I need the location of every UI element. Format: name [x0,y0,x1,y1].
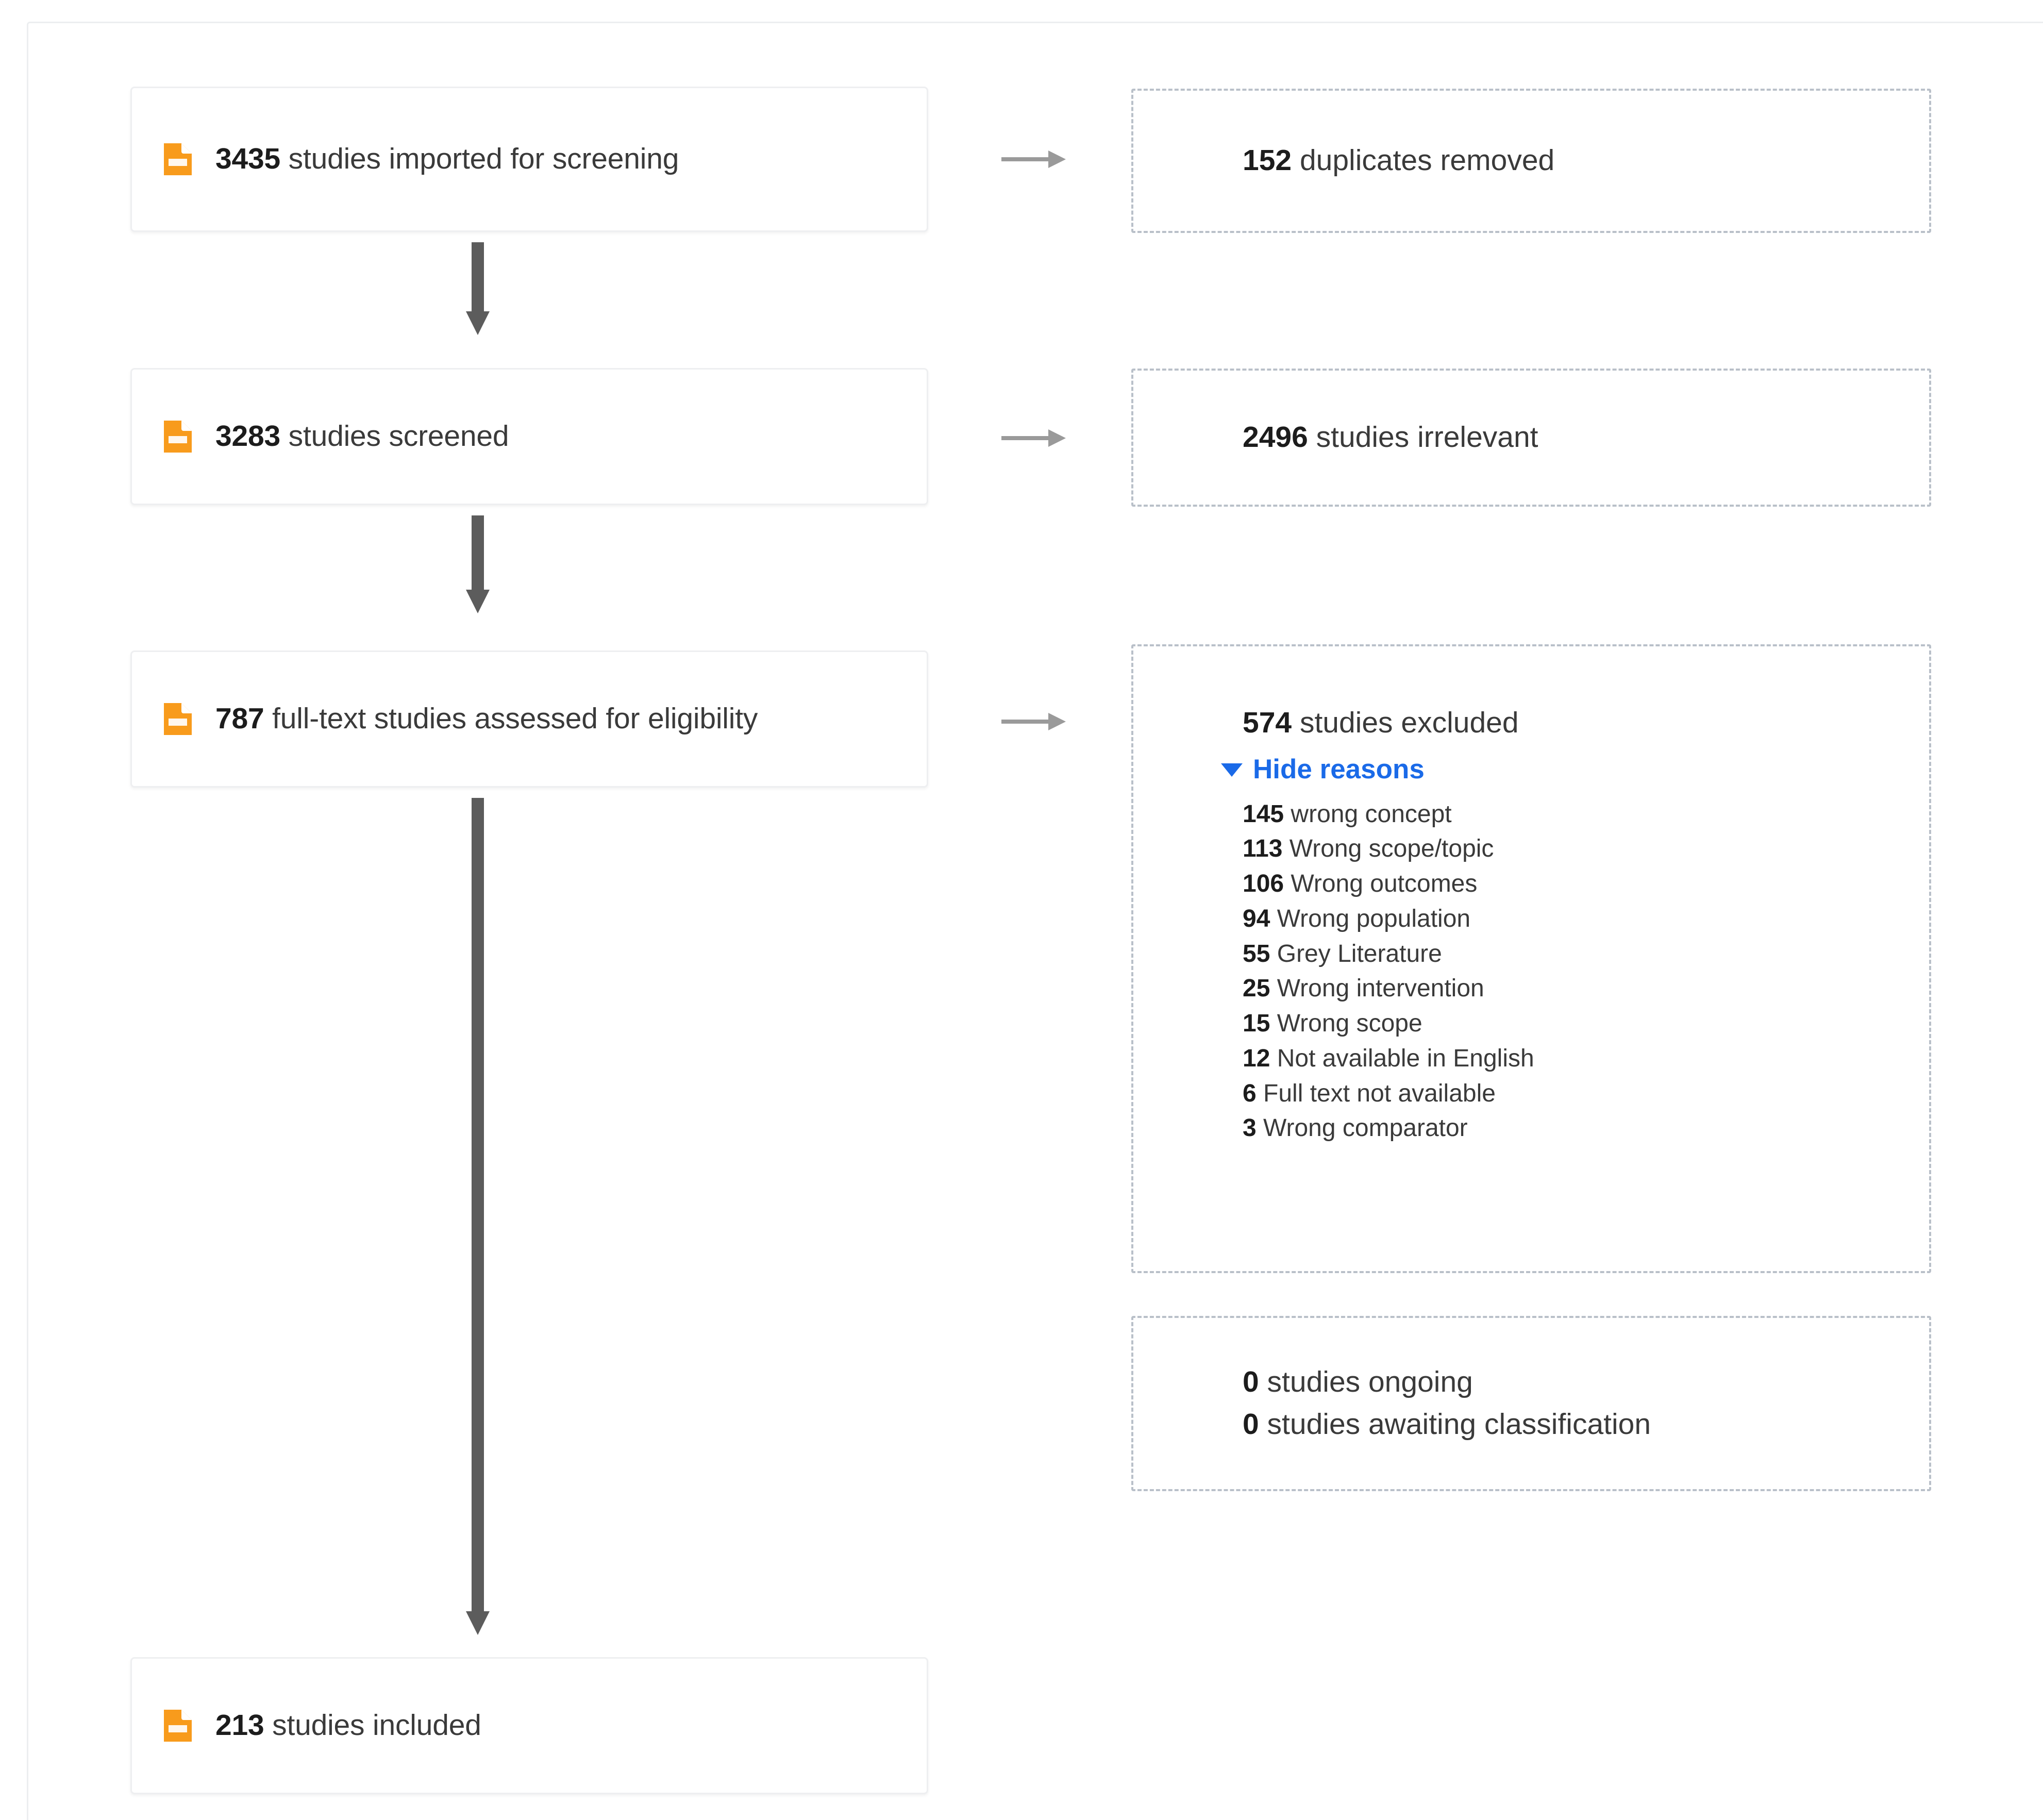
reason-item: 106 Wrong outcomes [1243,867,1929,901]
reason-label: Wrong outcomes [1284,870,1478,898]
reason-label: Not available in English [1270,1044,1534,1072]
stage-count-imported: 3435 [215,142,281,176]
excluded-line: 574 studies excluded [1243,706,1929,740]
hide-reasons-toggle[interactable]: Hide reasons [1221,754,1425,785]
arrow-screened-to-irrelevant [1001,429,1066,447]
exclusion-box-duplicates: 152 duplicates removed [1131,89,1931,233]
stage-text-fulltext: full-text studies assessed for eligibili… [264,702,758,736]
stage-count-screened: 3283 [215,420,281,453]
pending-line-awaiting: 0 studies awaiting classification [1243,1408,1929,1442]
stage-text-included: studies included [264,1709,481,1742]
document-icon [164,1709,192,1742]
reason-count: 106 [1243,870,1284,898]
arrow-fulltext-to-included [466,798,490,1635]
reason-label: wrong concept [1284,800,1452,828]
reason-label: Grey Literature [1270,940,1442,967]
reason-count: 25 [1243,975,1270,1003]
arrow-fulltext-to-excluded [1001,713,1066,730]
reason-count: 15 [1243,1010,1270,1038]
exclusion-box-irrelevant: 2496 studies irrelevant [1131,369,1931,507]
reason-item: 6 Full text not available [1243,1077,1929,1111]
duplicates-count: 152 [1243,144,1292,177]
reason-item: 94 Wrong population [1243,902,1929,936]
reason-item: 113 Wrong scope/topic [1243,832,1929,866]
irrelevant-line: 2496 studies irrelevant [1243,421,1929,455]
reason-item: 145 wrong concept [1243,797,1929,831]
stage-card-screened[interactable]: 3283 studies screened [130,368,928,505]
document-icon [164,703,192,735]
reason-item: 25 Wrong intervention [1243,972,1929,1006]
duplicates-line: 152 duplicates removed [1243,144,1929,178]
arrow-imported-to-duplicates [1001,151,1066,168]
exclusion-details: 574 studies excluded Hide reasons 145 wr… [1221,706,1929,1146]
reason-label: Full text not available [1256,1079,1496,1107]
stage-label-screened: 3283 studies screened [215,420,509,454]
reason-label: Wrong scope [1270,1010,1422,1038]
awaiting-text: studies awaiting classification [1259,1408,1651,1441]
reason-label: Wrong intervention [1270,975,1484,1003]
stage-label-included: 213 studies included [215,1709,481,1743]
ongoing-count: 0 [1243,1365,1259,1399]
excluded-text: studies excluded [1292,706,1519,739]
ongoing-text: studies ongoing [1259,1365,1473,1399]
reason-label: Wrong comparator [1256,1114,1468,1142]
excluded-count: 574 [1243,706,1292,739]
caret-down-icon [1221,763,1243,777]
reason-item: 55 Grey Literature [1243,937,1929,971]
stage-card-imported[interactable]: 3435 studies imported for screening [130,87,928,232]
stage-count-fulltext: 787 [215,702,264,736]
awaiting-count: 0 [1243,1408,1259,1441]
stage-text-imported: studies imported for screening [280,142,679,176]
irrelevant-count: 2496 [1243,421,1308,454]
reason-count: 145 [1243,800,1284,828]
pending-line-ongoing: 0 studies ongoing [1243,1365,1929,1399]
hide-reasons-label: Hide reasons [1253,754,1425,784]
document-icon [164,420,192,453]
irrelevant-text: studies irrelevant [1308,421,1538,454]
reason-count: 6 [1243,1079,1257,1107]
reason-count: 113 [1243,835,1283,863]
document-icon [164,143,192,175]
reason-label: Wrong scope/topic [1282,835,1494,863]
stage-card-fulltext[interactable]: 787 full-text studies assessed for eligi… [130,650,928,788]
reason-item: 3 Wrong comparator [1243,1111,1929,1145]
exclusion-box-excluded: 574 studies excluded Hide reasons 145 wr… [1131,644,1931,1273]
stage-count-included: 213 [215,1709,264,1742]
reason-count: 12 [1243,1044,1270,1072]
reason-item: 12 Not available in English [1243,1042,1929,1076]
arrow-screened-to-fulltext [466,515,490,613]
reason-count: 94 [1243,905,1270,932]
reason-count: 3 [1243,1114,1257,1142]
reason-label: Wrong population [1270,905,1471,932]
exclusion-box-pending: 0 studies ongoing 0 studies awaiting cla… [1131,1316,1931,1491]
reason-count: 55 [1243,940,1270,967]
stage-label-fulltext: 787 full-text studies assessed for eligi… [215,702,758,736]
exclusion-reason-list: 145 wrong concept 113 Wrong scope/topic … [1243,797,1929,1146]
duplicates-text: duplicates removed [1292,144,1555,177]
reason-item: 15 Wrong scope [1243,1007,1929,1041]
stage-text-screened: studies screened [280,420,509,453]
stage-card-included[interactable]: 213 studies included [130,1657,928,1794]
arrow-imported-to-screened [466,242,490,335]
stage-label-imported: 3435 studies imported for screening [215,142,679,176]
